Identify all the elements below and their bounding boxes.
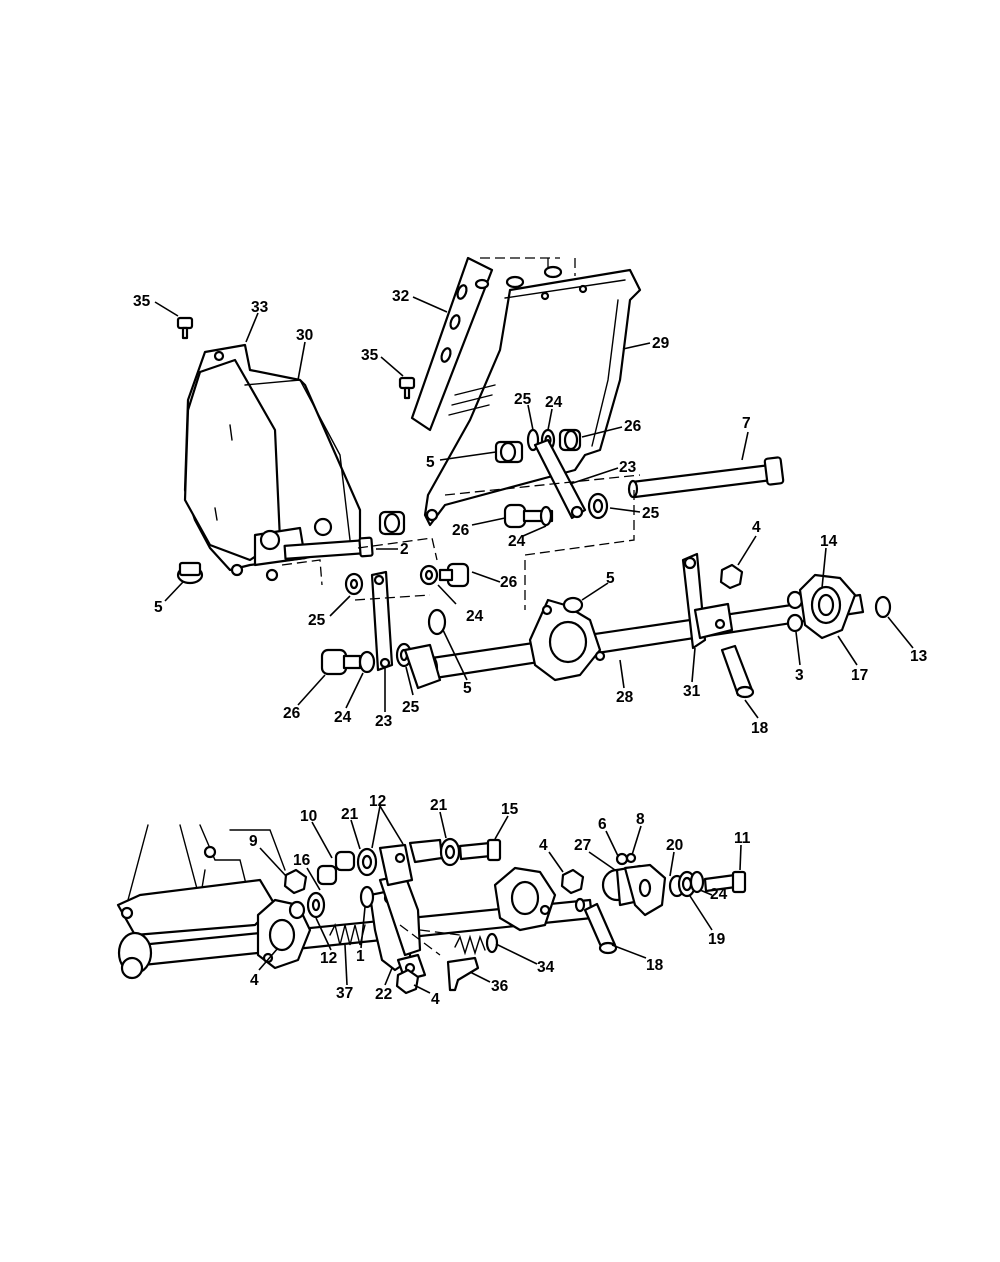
callout-25: 25 [308,612,326,629]
frame-left [116,824,286,937]
callout-26: 26 [283,705,301,722]
callout-27: 27 [574,837,591,854]
lower-linkage [283,837,502,995]
callout-37: 37 [336,985,353,1002]
callout-19: 19 [708,931,726,948]
part-35-screws [176,316,416,400]
callout-28: 28 [616,689,634,706]
callout-17: 17 [851,667,868,684]
callout-22: 22 [375,986,392,1003]
callout-6: 6 [598,816,607,833]
callout-21: 21 [430,797,448,814]
callout-21: 21 [341,806,359,823]
callout-2: 2 [400,541,409,558]
callout-36: 36 [491,978,509,995]
callout-14: 14 [820,533,838,550]
callout-30: 30 [296,327,313,344]
callout-25: 25 [642,505,660,522]
callout-16: 16 [293,852,311,869]
callout-10: 10 [300,808,317,825]
callout-4: 4 [752,519,761,536]
lower-linkage-hardware [320,562,470,676]
callout-34: 34 [537,959,555,976]
callout-20: 20 [666,837,683,854]
callout-12: 12 [320,950,337,967]
callout-15: 15 [501,801,519,818]
lower-alignment-lines [399,924,461,956]
callout-5: 5 [154,599,163,616]
part-28-main-shaft [403,552,892,699]
part-2-bolt [283,536,374,560]
part-7-long-bolt [627,456,785,499]
callout-23: 23 [375,713,393,730]
callout-12: 12 [369,793,386,810]
lower-right-hardware [560,852,747,955]
callout-5: 5 [426,454,435,471]
part-bushing-mid [378,510,406,536]
callout-24: 24 [466,608,484,625]
callout-31: 31 [683,683,701,700]
callout-labels: 35 33 30 32 35 29 25 24 26 5 23 7 26 25 … [133,288,928,1008]
callout-26: 26 [624,418,642,435]
callout-5: 5 [463,680,472,697]
callout-23: 23 [619,459,637,476]
callout-25: 25 [402,699,420,716]
upper-alignment-lines [281,474,641,610]
callout-4: 4 [539,837,548,854]
part-29-bracket-plate [423,268,642,527]
callout-26: 26 [452,522,470,539]
leader-lines [154,296,914,994]
callout-24: 24 [508,533,526,550]
part-5-flange-nut-left [176,561,204,585]
part-32-mounting-plate [410,256,576,432]
callout-18: 18 [751,720,769,737]
callout-26: 26 [500,574,518,591]
callout-1: 1 [356,948,365,965]
lower-assembly [116,824,747,995]
callout-35: 35 [133,293,151,310]
upper-assembly [176,256,892,699]
callout-18: 18 [646,957,664,974]
callout-3: 3 [795,667,804,684]
callout-9: 9 [249,833,258,850]
callout-24: 24 [710,886,728,903]
callout-11: 11 [734,830,751,847]
callout-24: 24 [334,709,352,726]
callout-25: 25 [514,391,532,408]
lower-shaft [117,866,594,980]
upper-linkage-hardware [494,428,609,529]
callout-7: 7 [742,415,751,432]
callout-32: 32 [392,288,409,305]
callout-8: 8 [636,811,645,828]
callout-35: 35 [361,347,379,364]
callout-33: 33 [251,299,269,316]
callout-5: 5 [606,570,615,587]
callout-29: 29 [652,335,670,352]
callout-4: 4 [250,972,259,989]
callout-4: 4 [431,991,440,1008]
callout-13: 13 [910,648,928,665]
callout-24: 24 [545,394,563,411]
